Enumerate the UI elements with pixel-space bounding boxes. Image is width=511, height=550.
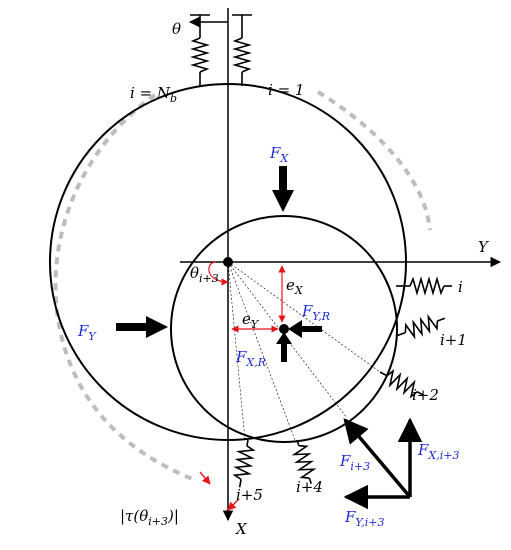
spring-i4 xyxy=(291,439,317,484)
label-spring-i5: i+5 xyxy=(236,486,263,504)
x-axis-label: X xyxy=(235,520,248,538)
theta-angle-arc xyxy=(208,261,229,286)
label-spring-i2: i+2 xyxy=(412,386,439,404)
label-f-xi3: FX,i+3 xyxy=(417,441,459,462)
y-axis-label: Y xyxy=(478,238,490,256)
label-ecc-x: eX xyxy=(286,276,304,297)
label-tau: |τ(θi+3)| xyxy=(120,507,179,528)
spring-top-right xyxy=(232,14,252,86)
inner-circle xyxy=(170,215,398,443)
label-i-nb: i = Nb xyxy=(130,84,177,105)
tau-markers xyxy=(199,471,239,511)
label-spring-i: i xyxy=(458,278,463,296)
journal-centre xyxy=(279,324,289,334)
label-force-yr: FY,R xyxy=(301,302,330,323)
force-fy-arrow xyxy=(116,316,168,338)
label-force-fx: FX xyxy=(269,144,289,165)
force-components xyxy=(343,417,423,510)
label-ecc-y: eY xyxy=(242,310,260,331)
label-spring-i4: i+4 xyxy=(296,478,323,496)
label-force-fy: FY xyxy=(77,322,97,343)
label-f-i3: Fi+3 xyxy=(339,452,370,473)
rays xyxy=(227,261,381,441)
theta-axis-label: θ xyxy=(172,20,181,38)
spring-i1 xyxy=(395,314,446,340)
label-theta-i3: θi+3 xyxy=(190,264,219,285)
label-force-xr: FX,R xyxy=(235,348,266,369)
spring-i2 xyxy=(379,368,425,399)
spring-top-left xyxy=(190,14,210,86)
force-fx-arrow xyxy=(272,166,294,212)
spring-i xyxy=(396,276,452,296)
spring-i5 xyxy=(232,439,256,488)
label-spring-i1: i+1 xyxy=(440,331,467,349)
force-xr-arrow xyxy=(276,332,292,362)
force-yr-arrow xyxy=(288,320,322,338)
label-i-one: i = 1 xyxy=(268,81,304,99)
label-f-yi3: FY,i+3 xyxy=(344,508,385,529)
dashed-arc-left xyxy=(53,93,196,482)
